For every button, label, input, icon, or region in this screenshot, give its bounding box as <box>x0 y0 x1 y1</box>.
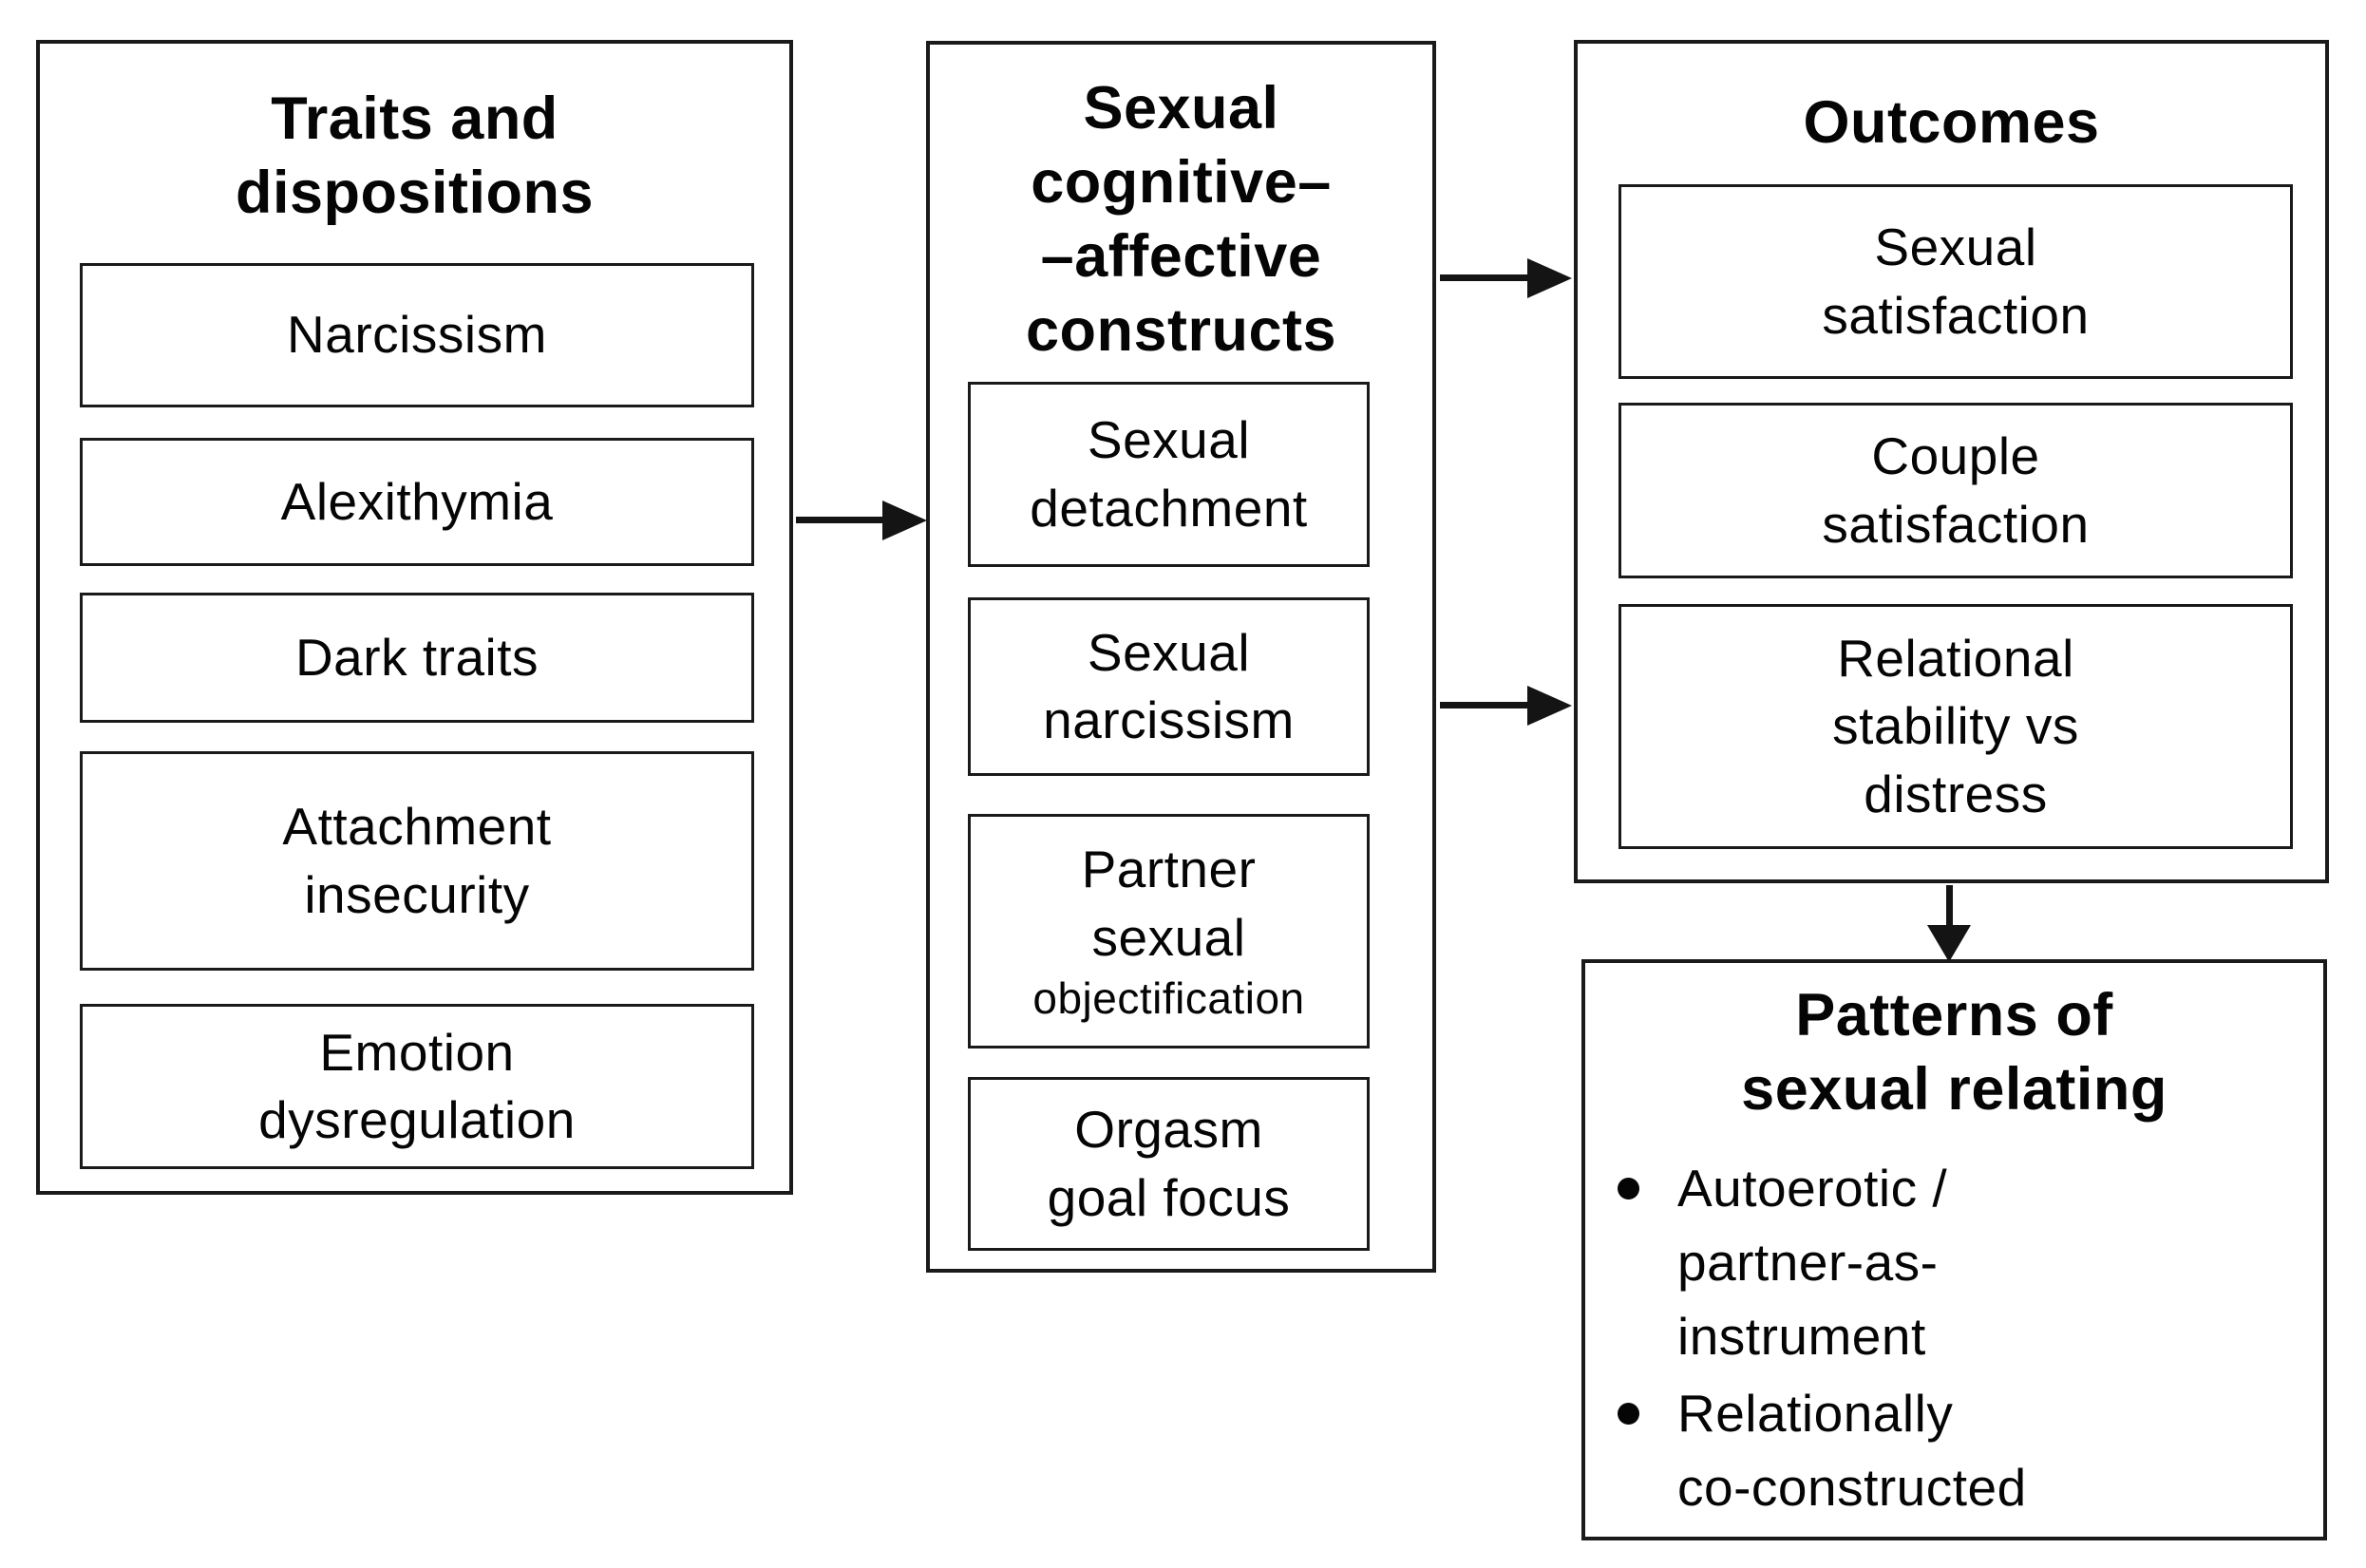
outcome-box-sexual-satisfaction-label: Sexual satisfaction <box>1822 217 2090 345</box>
outcome-box-relational-stability-label: Relational stability vs distress <box>1832 628 2079 823</box>
outcomes-panel-title: Outcomes <box>1803 89 2100 156</box>
construct-box-sexual-detachment-label: Sexual detachment <box>1030 410 1308 538</box>
arrow-shaft <box>1946 885 1953 929</box>
patterns-bullet-autoerotic-label: Autoerotic / partner-as- instrument <box>1677 1159 1948 1367</box>
trait-box-narcissism: Narcissism <box>80 263 754 407</box>
construct-box-orgasm-goal-focus-label: Orgasm goal focus <box>1047 1100 1291 1227</box>
construct-box-partner-objectification-main-lines: Partner sexual <box>1081 840 1257 967</box>
outcomes-panel: Outcomes Sexual satisfaction Couple sati… <box>1574 40 2329 883</box>
bullet-dot-icon <box>1618 1178 1639 1200</box>
outcome-box-relational-stability: Relational stability vs distress <box>1618 604 2293 849</box>
patterns-box-title: Patterns of sexual relating <box>1741 982 2167 1124</box>
patterns-bullet-relational-label: Relationally co-constructed <box>1677 1383 2027 1517</box>
construct-box-partner-objectification-small-line: objectification <box>1032 973 1305 1024</box>
constructs-panel: Sexual cognitive– –affective constructs … <box>926 41 1436 1273</box>
patterns-bullet-autoerotic: Autoerotic / partner-as- instrument <box>1618 1151 2299 1373</box>
arrow-head-right-icon <box>1527 258 1572 298</box>
trait-box-dark-traits-label: Dark traits <box>294 627 539 687</box>
trait-box-emotion-dysregulation: Emotion dysregulation <box>80 1004 754 1169</box>
patterns-bullet-list: Autoerotic / partner-as- instrument Rela… <box>1585 1151 2323 1523</box>
construct-box-partner-objectification: Partner sexual objectification <box>968 814 1370 1048</box>
arrow-head-right-icon <box>1527 686 1572 726</box>
trait-box-dark-traits: Dark traits <box>80 593 754 723</box>
construct-box-sexual-detachment: Sexual detachment <box>968 382 1370 567</box>
patterns-box: Patterns of sexual relating Autoerotic /… <box>1581 959 2327 1540</box>
trait-box-attachment-insecurity-label: Attachment insecurity <box>282 797 552 924</box>
constructs-panel-title: Sexual cognitive– –affective constructs <box>1025 75 1337 365</box>
bullet-dot-icon <box>1618 1402 1639 1425</box>
trait-box-alexithymia-label: Alexithymia <box>280 471 554 531</box>
trait-box-alexithymia: Alexithymia <box>80 438 754 566</box>
outcome-box-couple-satisfaction-label: Couple satisfaction <box>1822 426 2090 554</box>
trait-box-narcissism-label: Narcissism <box>287 305 547 365</box>
arrow-head-down-icon <box>1927 925 1971 962</box>
construct-box-sexual-narcissism: Sexual narcissism <box>968 597 1370 776</box>
traits-panel-title: Traits and dispositions <box>235 85 595 227</box>
patterns-bullet-relational: Relationally co-constructed <box>1618 1376 2299 1524</box>
arrow-shaft <box>1440 702 1529 708</box>
arrow-head-right-icon <box>882 501 927 540</box>
construct-box-orgasm-goal-focus: Orgasm goal focus <box>968 1077 1370 1251</box>
arrow-shaft <box>1440 274 1529 281</box>
trait-box-attachment-insecurity: Attachment insecurity <box>80 751 754 971</box>
construct-box-sexual-narcissism-label: Sexual narcissism <box>1043 622 1295 750</box>
outcome-box-sexual-satisfaction: Sexual satisfaction <box>1618 184 2293 379</box>
construct-box-partner-objectification-label: Partner sexual objectification <box>1032 836 1304 1027</box>
arrow-shaft <box>796 517 885 523</box>
trait-box-emotion-dysregulation-label: Emotion dysregulation <box>258 1022 576 1150</box>
traits-panel: Traits and dispositions Narcissism Alexi… <box>36 40 793 1195</box>
outcome-box-couple-satisfaction: Couple satisfaction <box>1618 403 2293 578</box>
